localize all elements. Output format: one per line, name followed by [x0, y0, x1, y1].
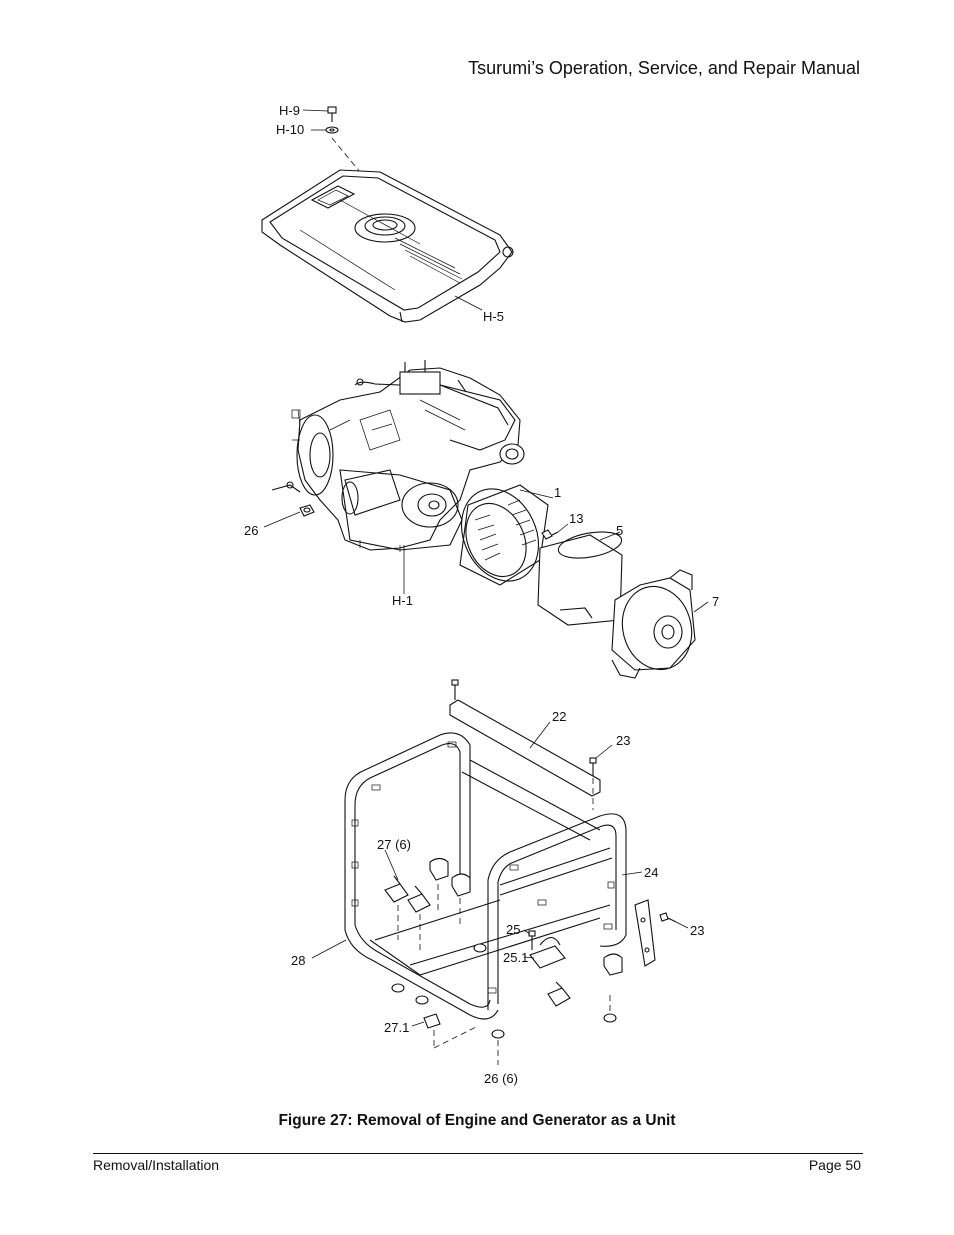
label-5: 5: [616, 523, 623, 538]
nuts-26: [391, 943, 617, 1065]
label-h9: H-9: [279, 103, 300, 118]
washer-h10: [325, 126, 339, 134]
footer-divider: [93, 1153, 863, 1154]
fan-blower-1: [459, 484, 554, 586]
engine-assembly: [263, 360, 525, 594]
label-25-1: 25.1: [503, 950, 528, 965]
label-1: 1: [554, 485, 561, 500]
label-13: 13: [569, 511, 583, 526]
figure-caption: Figure 27: Removal of Engine and Generat…: [278, 1112, 676, 1129]
frame-assembly: [311, 679, 689, 1065]
mount-27-left: [384, 849, 471, 950]
screw-13: [541, 523, 569, 540]
label-23-top: 23: [616, 733, 630, 748]
generator-cover-5: [537, 531, 623, 626]
label-24: 24: [644, 865, 658, 880]
label-25: 25: [506, 922, 520, 937]
label-26: 26: [244, 523, 258, 538]
generator-end-7: [611, 569, 709, 679]
label-23-side: 23: [690, 923, 704, 938]
manual-title: Tsurumi’s Operation, Service, and Repair…: [468, 58, 860, 78]
label-h5: H-5: [483, 309, 504, 324]
footer-page-number: Page 50: [808, 1157, 861, 1173]
label-26-6: 26 (6): [484, 1071, 518, 1086]
label-h10: H-10: [276, 122, 304, 137]
label-27-6: 27 (6): [377, 837, 411, 852]
label-28: 28: [291, 953, 305, 968]
bolt-h9: [327, 106, 337, 122]
footer-section: Removal/Installation: [93, 1157, 220, 1173]
fuel-tank: [261, 106, 514, 323]
label-27-1: 27.1: [384, 1020, 409, 1035]
label-7: 7: [712, 594, 719, 609]
label-h1: H-1: [392, 593, 413, 608]
label-22: 22: [552, 709, 566, 724]
nut-26: [299, 504, 315, 517]
